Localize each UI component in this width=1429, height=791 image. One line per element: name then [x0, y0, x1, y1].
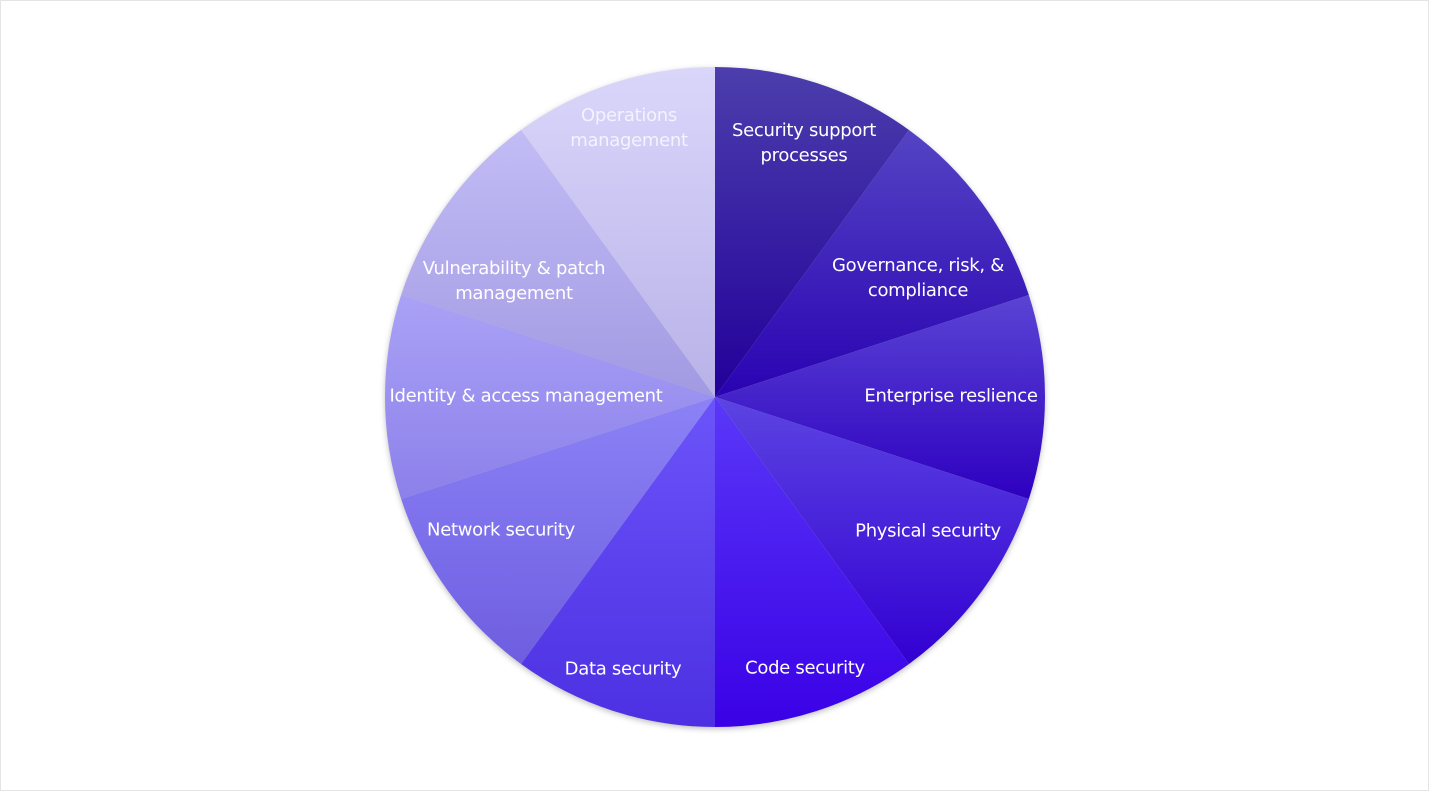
slice-label-enterprise-resilience: Enterprise reslience — [864, 385, 1038, 407]
pie-slice-physical-security — [715, 397, 1029, 664]
pie-slice-identity-access-management — [384, 295, 715, 499]
slice-label-identity-access: Identity & access management — [389, 385, 663, 407]
slice-label-data-security: Data security — [564, 658, 682, 680]
slice-label-network-security: Network security — [427, 519, 575, 541]
pie-slice-enterprise-reslience — [715, 295, 1045, 499]
pie-slice-code-security — [715, 397, 909, 727]
pie-slice-data-security — [521, 397, 715, 727]
pie-slice-operations-management — [521, 67, 715, 397]
pie-slice-security-support-processes — [715, 67, 909, 397]
slice-label-governance: Governance, risk, &compliance — [831, 255, 1005, 301]
slice-label-physical-security: Physical security — [855, 520, 1001, 542]
pie-slice-vulnerability-patch-management — [401, 130, 715, 397]
pie-slice-governance-risk-compliance — [715, 130, 1029, 397]
pie-slice-network-security — [401, 397, 715, 664]
slice-label-code-security: Code security — [745, 657, 865, 679]
